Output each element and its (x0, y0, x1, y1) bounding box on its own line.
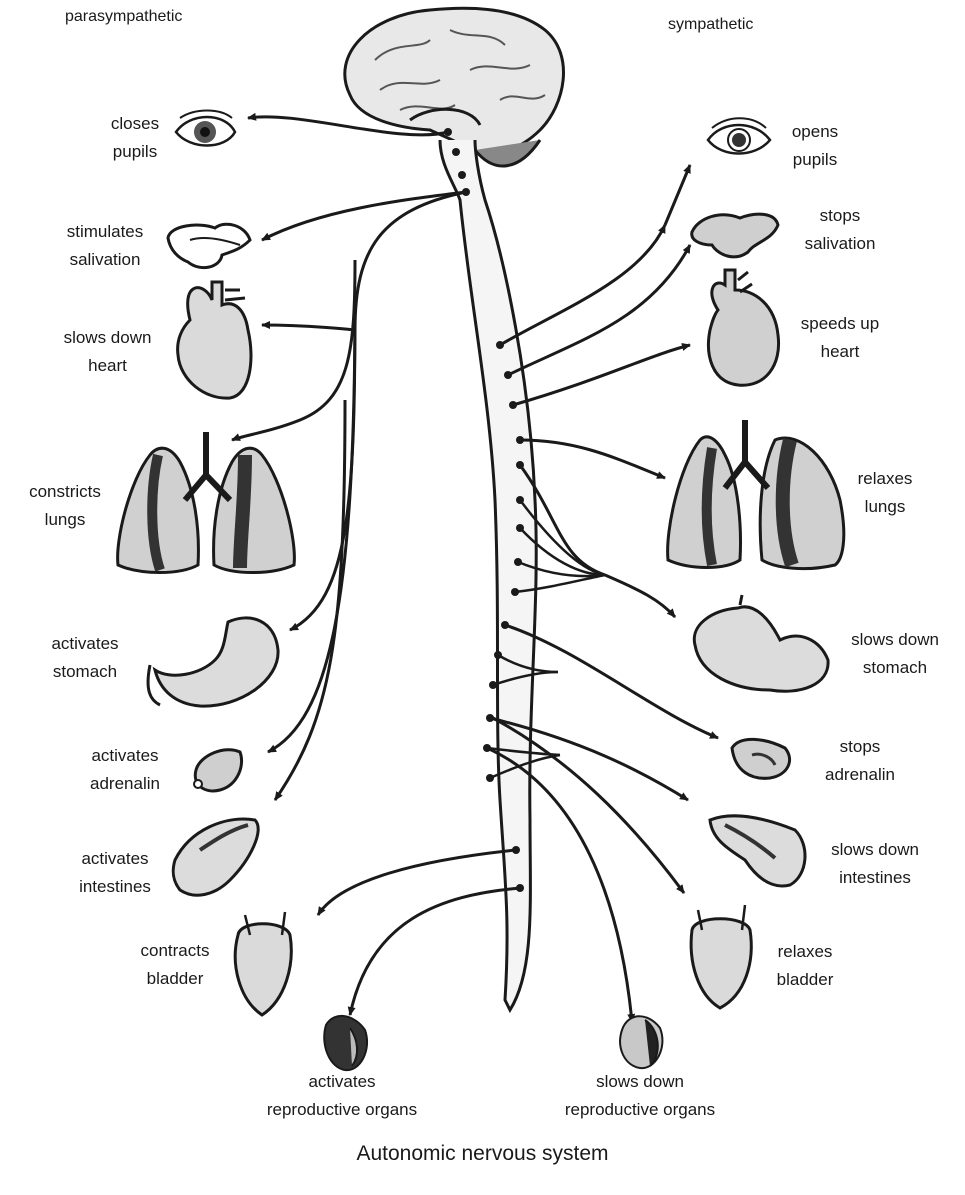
left-eye-icon (176, 111, 235, 146)
left-lungs-icon (118, 432, 295, 573)
left-intestines-icon (173, 819, 258, 895)
left-salivary-gland-icon (168, 224, 250, 267)
left-stomach-icon (148, 618, 278, 706)
parasympathetic-lower-nerves (318, 850, 520, 1015)
left-reproductive-organs-icon (324, 1016, 367, 1070)
parasympathetic-header: parasympathetic (65, 8, 182, 26)
right-bladder-icon (691, 905, 751, 1008)
right-lungs-icon (668, 420, 844, 569)
left-bladder-icon (235, 912, 291, 1015)
right-salivary-gland-icon (692, 214, 778, 257)
spinal-cord (440, 140, 536, 1010)
left-adrenal-gland-icon (194, 750, 242, 791)
left-heart-icon (178, 282, 251, 398)
right-intestines-icon (710, 816, 805, 886)
right-reproductive-organs-icon (620, 1016, 662, 1068)
parasympathetic-nerves (232, 117, 466, 800)
sympathetic-header: sympathetic (668, 16, 753, 34)
right-adrenal-gland-icon (732, 739, 790, 778)
right-stomach-icon (694, 595, 828, 691)
right-heart-icon (708, 270, 778, 385)
right-eye-icon (708, 118, 770, 153)
diagram-caption: Autonomic nervous system (0, 1142, 965, 1166)
